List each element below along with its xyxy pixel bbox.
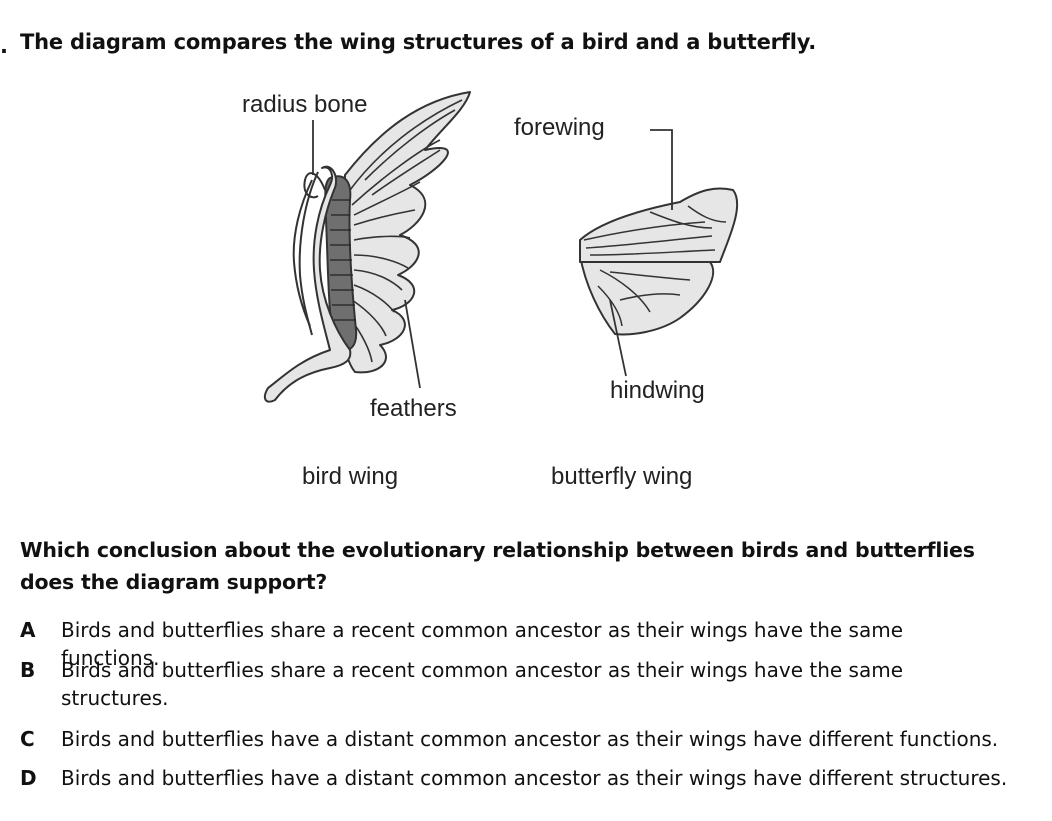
feathers-label: feathers <box>370 395 457 422</box>
option-text: Birds and butterflies share a recent com… <box>61 618 904 670</box>
option-text: Birds and butterflies have a distant com… <box>61 727 999 751</box>
forewing-label: forewing <box>514 114 605 141</box>
question-number-fragment: . <box>0 34 8 58</box>
question-stem: The diagram compares the wing structures… <box>20 30 817 54</box>
bird-wing-caption: bird wing <box>302 463 398 490</box>
wing-diagram: radius bone feathers bird wing forewing … <box>242 91 739 490</box>
bird-pointer-lines <box>312 120 421 389</box>
option-letter: D <box>20 766 37 790</box>
butterfly-wing-caption: butterfly wing <box>551 463 692 490</box>
radius-bone-label: radius bone <box>242 91 367 118</box>
option-text: Birds and butterflies share a recent com… <box>61 658 904 710</box>
butterfly-wing-illustration <box>579 187 739 336</box>
butterfly-pointer-lines <box>609 129 673 377</box>
option-letter: A <box>20 618 36 642</box>
hindwing-label: hindwing <box>610 377 705 404</box>
question-prompt: Which conclusion about the evolutionary … <box>20 538 975 594</box>
option-letter: B <box>20 658 36 682</box>
option-letter: C <box>20 727 35 751</box>
bird-wing-illustration <box>263 91 471 403</box>
option-text: Birds and butterflies have a distant com… <box>61 766 1008 790</box>
